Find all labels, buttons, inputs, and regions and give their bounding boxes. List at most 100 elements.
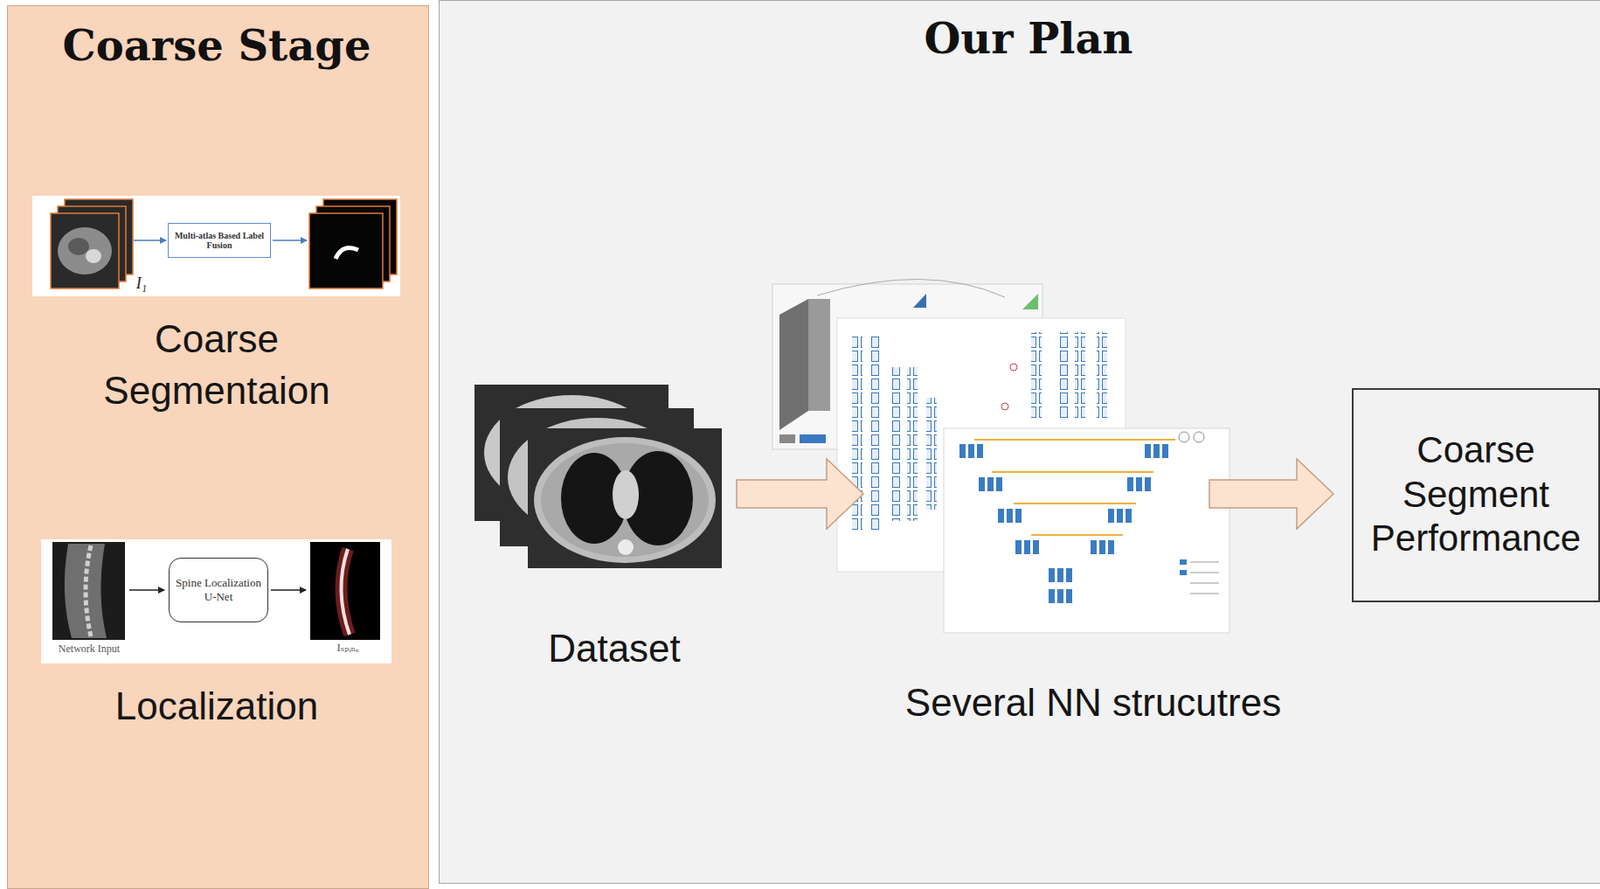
figure-part (772, 283, 1043, 450)
figure-part (1022, 293, 1039, 310)
figure-part (68, 237, 90, 256)
figure-part (1179, 559, 1187, 565)
figure-part (1190, 593, 1220, 595)
method-box: Spine Localization U-Net (168, 557, 269, 623)
ct-slice-stack (474, 384, 722, 568)
figure-part (64, 199, 133, 275)
figure-part (1190, 572, 1220, 574)
figure-part (913, 293, 927, 308)
figure-part (617, 539, 634, 555)
block-arrow (736, 458, 864, 529)
figure-part (1048, 588, 1073, 603)
method-box: Multi-atlas Based Label Fusion (167, 222, 271, 258)
heading-text: Our Plan (923, 13, 1133, 65)
box-text: Coarse Segment Performance (1360, 428, 1592, 561)
heading-text: Coarse Stage (62, 20, 372, 72)
figure-part (1144, 443, 1169, 458)
figure-part (533, 436, 716, 563)
figure-part (1031, 533, 1123, 536)
figure-part (1010, 363, 1018, 371)
dataset-figure: Dataset (474, 384, 722, 673)
figure-part (943, 428, 1230, 633)
figure-part (978, 477, 1003, 492)
figure-part (499, 408, 694, 547)
figure-part (64, 543, 107, 638)
figure-part (52, 541, 125, 640)
spine-localization-figure (41, 539, 392, 664)
figure-part (335, 248, 359, 259)
figure-part (32, 195, 401, 297)
figure-part (507, 417, 686, 537)
figure-part (779, 434, 796, 444)
figure-part (309, 213, 383, 289)
figure-part (808, 298, 831, 411)
figure-part (779, 298, 809, 430)
figure-part (869, 336, 880, 533)
figure-part (1178, 431, 1190, 443)
figure-part (57, 206, 126, 282)
figure-part (907, 367, 918, 521)
figure-part (85, 545, 91, 637)
box-text: Spine Localization U-Net (174, 575, 263, 603)
heading-text: Several NN strucutres (905, 679, 1282, 727)
figure-part (340, 548, 350, 635)
figure-part (50, 213, 119, 289)
figure-part (561, 452, 628, 544)
figure-part (1090, 540, 1115, 555)
figure-part (474, 384, 669, 521)
result-box: Coarse Segment Performance (1351, 387, 1600, 603)
figure-part (1057, 332, 1068, 420)
figure-part (484, 394, 659, 511)
stage-panel: Coarse StageMulti-atlas Based Label Fusi… (6, 5, 430, 889)
figure-part (316, 206, 390, 282)
figure-part (974, 438, 1176, 441)
multi-atlas-figure (32, 195, 401, 297)
figure-part (41, 539, 392, 664)
box-text: Multi-atlas Based Label Fusion (171, 230, 268, 251)
figure-part (527, 428, 722, 568)
figure-part (272, 239, 307, 242)
figure-part (1031, 332, 1042, 420)
figure-part (1190, 561, 1220, 563)
figure-part (129, 588, 165, 591)
figure-part (997, 508, 1022, 523)
figure-part (270, 588, 306, 591)
figure-part (959, 443, 984, 458)
figure-part (623, 450, 693, 546)
figure-part (1074, 332, 1086, 420)
figure-part (837, 318, 1126, 572)
block-arrow (1209, 458, 1334, 529)
figure-part (612, 470, 639, 520)
figure-part (991, 470, 1154, 473)
figure-part (323, 199, 397, 275)
figure-part (1013, 502, 1136, 505)
figure-part (540, 443, 709, 557)
figure-part (851, 336, 863, 533)
figure-part (1048, 567, 1073, 582)
figure-part (1108, 508, 1132, 523)
network-figures (772, 278, 1230, 633)
figure-part (85, 249, 102, 264)
figure-part (57, 227, 112, 275)
figure-part (926, 397, 937, 510)
figure-label: Localization (115, 683, 319, 730)
figure-label: I₁ (136, 274, 147, 294)
figure-part (1179, 569, 1187, 575)
figure-part (1190, 582, 1220, 584)
figure-part (133, 239, 167, 242)
heading-text: Dataset (547, 625, 681, 672)
figure-part (1127, 477, 1151, 492)
plan-panel: Our PlanDatasetSeveral NN strucutresCoar… (438, 0, 1600, 884)
figure-part (1001, 402, 1009, 410)
figure-part (1193, 431, 1205, 443)
figure-part (817, 278, 1005, 298)
figure-part (340, 548, 350, 635)
figure-part (1096, 332, 1108, 420)
figure-part (799, 434, 826, 444)
network-figure: Several NN strucutres (863, 283, 1210, 735)
figure-part (1015, 540, 1039, 555)
figure-part (889, 367, 901, 521)
figure-part (310, 541, 381, 640)
figure-label: Coarse Segmentaion (68, 312, 366, 417)
figure-label: Network Input (58, 642, 120, 655)
